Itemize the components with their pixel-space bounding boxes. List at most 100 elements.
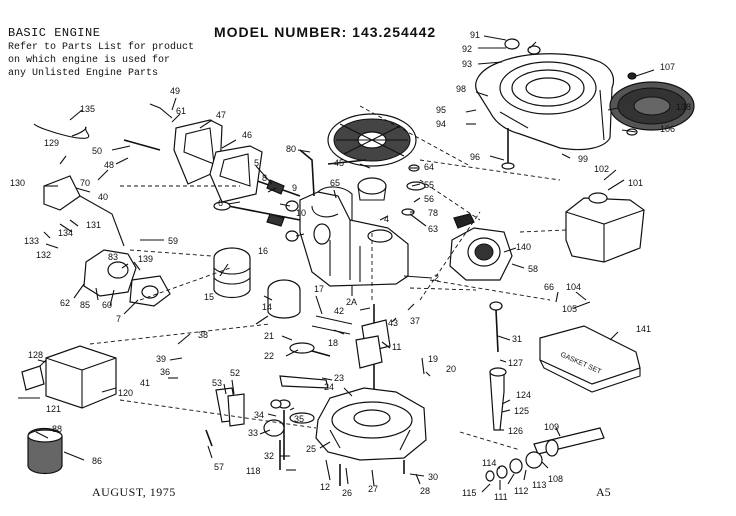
callout-96: 96	[470, 152, 480, 162]
note-line-3: any Unlisted Engine Parts	[8, 68, 159, 79]
callout-32: 32	[264, 451, 274, 461]
callout-101: 101	[628, 178, 643, 188]
crankshaft-part	[279, 304, 391, 396]
muffler-part	[565, 192, 645, 263]
callout-111: 111	[494, 492, 508, 502]
callout-138: 138	[676, 102, 691, 112]
callout-114: 114	[482, 458, 496, 468]
blower-housing-part	[475, 53, 615, 151]
callout-numbers: 2 2A 4 5 6 7 8 9 10 11 12 14 15 16 17 18…	[10, 30, 691, 502]
callout-134: 134	[58, 228, 73, 238]
carburetor-part	[43, 175, 171, 307]
callout-92: 92	[462, 44, 472, 54]
callout-118: 118	[246, 466, 260, 476]
rotating-screen-part	[609, 72, 695, 136]
sheet-number: A5	[596, 485, 611, 499]
callout-133: 133	[24, 236, 39, 246]
gasket-set-part	[539, 325, 641, 393]
callout-126: 126	[508, 426, 523, 436]
callout-2: 2	[434, 273, 439, 283]
callout-50: 50	[92, 146, 102, 156]
callout-45: 45	[334, 158, 344, 168]
callout-58: 58	[528, 264, 538, 274]
callout-125: 125	[514, 406, 529, 416]
callout-43: 43	[388, 318, 398, 328]
callout-6: 6	[218, 198, 223, 208]
callout-59: 59	[168, 236, 178, 246]
callout-21: 21	[264, 331, 274, 341]
flywheel-part	[327, 113, 417, 201]
callout-20: 20	[446, 364, 456, 374]
recoil-starter-part	[449, 213, 513, 281]
piston-part	[213, 247, 301, 319]
callout-95: 95	[436, 105, 446, 115]
model-number: MODEL NUMBER: 143.254442	[214, 24, 437, 40]
alignment-lines	[89, 105, 567, 451]
small-parts	[18, 38, 541, 486]
cylinder-block-part	[299, 186, 409, 287]
callout-53: 53	[212, 378, 222, 388]
callout-5: 5	[254, 158, 259, 168]
callout-130: 130	[10, 178, 25, 188]
callout-104: 104	[566, 282, 581, 292]
callout-33: 33	[248, 428, 258, 438]
dipstick-part	[489, 301, 507, 431]
callout-139: 139	[138, 254, 153, 264]
callout-132: 132	[36, 250, 51, 260]
callout-39: 39	[156, 354, 166, 364]
callout-24: 24	[324, 382, 334, 392]
callout-124: 124	[516, 390, 531, 400]
camshaft-part	[277, 399, 315, 460]
callout-66: 66	[544, 282, 554, 292]
pto-shaft-part	[485, 427, 605, 482]
callout-17a: 17	[314, 284, 324, 294]
callout-108: 108	[548, 474, 563, 484]
callout-52: 52	[230, 368, 240, 378]
note-line-2: on which engine is used for	[8, 55, 171, 66]
callout-26: 26	[342, 488, 352, 498]
callout-86: 86	[92, 456, 102, 466]
callout-85: 85	[80, 300, 90, 310]
callout-98: 98	[456, 84, 466, 94]
callout-46: 46	[242, 130, 252, 140]
callout-12: 12	[320, 482, 330, 492]
callout-115: 115	[462, 488, 476, 498]
callout-37: 37	[410, 316, 420, 326]
callout-112: 112	[514, 486, 528, 496]
callout-8a: 8	[262, 173, 267, 183]
callout-10a: 10	[296, 208, 306, 218]
callout-35: 35	[294, 414, 304, 424]
callout-14: 14	[262, 302, 272, 312]
callout-38: 38	[198, 330, 208, 340]
callout-19: 19	[428, 354, 438, 364]
callout-106: 106	[660, 124, 675, 134]
callout-107: 107	[660, 62, 675, 72]
callout-34: 34	[254, 410, 264, 420]
callout-121: 121	[46, 404, 61, 414]
callout-16a: 16	[258, 246, 268, 256]
callout-41: 41	[140, 378, 150, 388]
callout-120: 120	[118, 388, 133, 398]
engine-base-part	[315, 387, 427, 461]
callout-62: 62	[60, 298, 70, 308]
callout-49: 49	[170, 86, 180, 96]
callout-23: 23	[334, 373, 344, 383]
callout-18: 18	[328, 338, 338, 348]
callout-9a: 9	[292, 183, 297, 193]
callout-2a: 2A	[346, 297, 357, 307]
callout-128: 128	[28, 350, 43, 360]
breather-part	[173, 119, 263, 203]
callout-31: 31	[512, 334, 522, 344]
diagram-title: BASIC ENGINE	[8, 26, 101, 40]
callout-15: 15	[204, 292, 214, 302]
callout-leaders	[35, 35, 655, 493]
callout-88: 88	[52, 424, 62, 434]
callout-40: 40	[98, 192, 108, 202]
callout-80: 80	[286, 144, 296, 154]
note-line-1: Refer to Parts List for product	[8, 42, 195, 53]
callout-42: 42	[334, 306, 344, 316]
callout-63: 63	[428, 224, 438, 234]
callout-11: 11	[392, 342, 401, 352]
